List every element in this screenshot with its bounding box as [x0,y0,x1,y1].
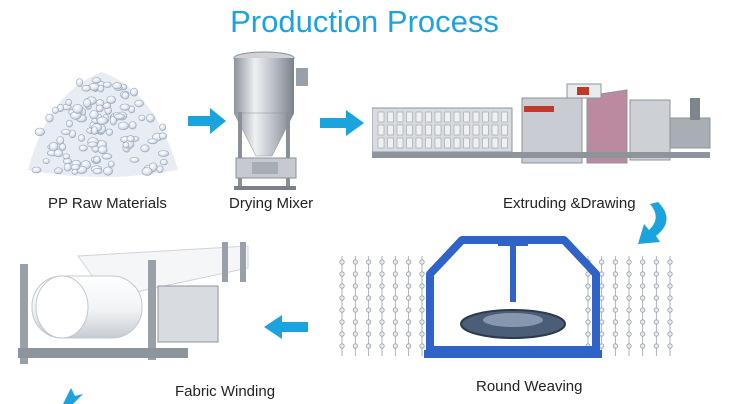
arrow-right-icon [188,108,226,134]
page-title: Production Process [230,4,499,39]
arrow-fragment-icon [63,388,83,404]
drying-mixer-image [222,48,317,194]
step-label-drying-mixer: Drying Mixer [229,195,314,212]
pp-raw-materials-image [18,52,186,187]
curved-arrow-down-icon [638,202,667,244]
extruding-drawing-line-image [372,78,717,190]
step-label-fabric-winding: Fabric Winding [175,383,276,400]
step-label-pp-raw-materials: PP Raw Materials [48,195,167,212]
fabric-winding-machine-image [18,238,256,378]
step-label-round-weaving: Round Weaving [476,378,583,395]
step-label-extruding-drawing: Extruding &Drawing [503,195,636,212]
round-weaving-loom-image [338,232,673,372]
arrow-left-icon [264,315,308,339]
arrow-right-icon [320,110,364,136]
